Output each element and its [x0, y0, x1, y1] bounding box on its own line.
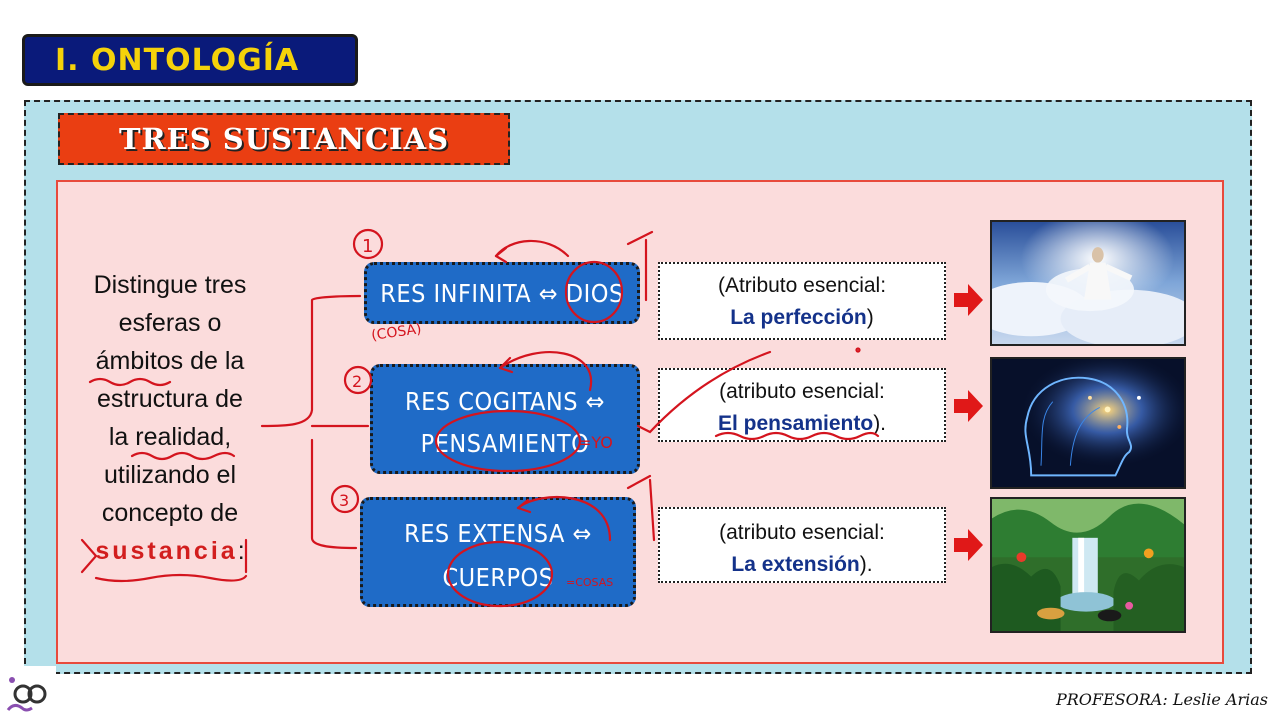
attribute-line: El pensamiento). — [660, 408, 944, 440]
intro-line: estructura de — [97, 385, 243, 413]
res-label: RES COGITANS ⇔ — [405, 387, 605, 416]
arrow-right-icon — [954, 529, 983, 561]
god-in-clouds-image — [990, 220, 1186, 346]
footer-credit: PROFESORA: Leslie Arias — [1056, 690, 1268, 709]
academy-logo-icon — [4, 666, 56, 718]
attribute-suffix: ). — [859, 553, 873, 576]
attribute-box-pensamiento: (atributo esencial: El pensamiento). — [658, 368, 946, 442]
res-infinita-box: RES INFINITA ⇔ DIOS — [364, 262, 640, 324]
intro-suffix: : — [237, 537, 245, 565]
attribute-line: La extensión). — [660, 549, 944, 581]
main-title: I. ONTOLOGÍA — [22, 34, 358, 86]
res-cogitans-box: RES COGITANS ⇔ PENSAMIENTO — [370, 364, 640, 474]
attribute-box-perfeccion: (Atributo esencial: La perfección) — [658, 262, 946, 340]
intro-line: ámbitos de la — [95, 347, 245, 375]
attribute-suffix: ) — [866, 306, 874, 329]
arrow-right-icon — [954, 390, 983, 422]
section-title: TRES SUSTANCIAS — [58, 113, 510, 165]
intro-line: sustancia: — [72, 532, 268, 570]
footer-name: Leslie Arias — [1172, 690, 1268, 709]
res-label: CUERPOS — [442, 563, 554, 592]
intro-keyword: sustancia — [95, 537, 238, 565]
attribute-suffix: ). — [873, 412, 887, 435]
intro-line: esferas o — [118, 309, 222, 337]
attribute-value: El pensamiento — [717, 412, 874, 435]
attribute-heading: (atributo esencial: — [719, 380, 885, 403]
res-label: PENSAMIENTO — [420, 429, 590, 458]
attribute-box-extension: (atributo esencial: La extensión). — [658, 507, 946, 583]
res-label: RES EXTENSA ⇔ — [404, 519, 592, 548]
intro-text: Distingue tres esferas o ámbitos de la e… — [72, 266, 268, 570]
intro-line: utilizando el — [103, 461, 237, 489]
intro-line: la realidad, — [108, 423, 232, 451]
attribute-heading: (atributo esencial: — [719, 521, 885, 544]
attribute-value: La extensión — [731, 553, 860, 576]
footer-label: PROFESORA: — [1055, 690, 1168, 709]
intro-line: concepto de — [101, 499, 239, 527]
attribute-heading: (Atributo esencial: — [717, 274, 887, 297]
jungle-nature-image — [990, 497, 1186, 633]
attribute-line: La perfección) — [660, 302, 944, 334]
arrow-right-icon — [954, 284, 983, 316]
res-extensa-box: RES EXTENSA ⇔ CUERPOS — [360, 497, 636, 607]
attribute-value: La perfección — [730, 306, 867, 329]
digital-head-image — [990, 357, 1186, 489]
res-label: RES INFINITA ⇔ DIOS — [380, 279, 624, 308]
intro-line: Distingue tres — [93, 271, 247, 299]
